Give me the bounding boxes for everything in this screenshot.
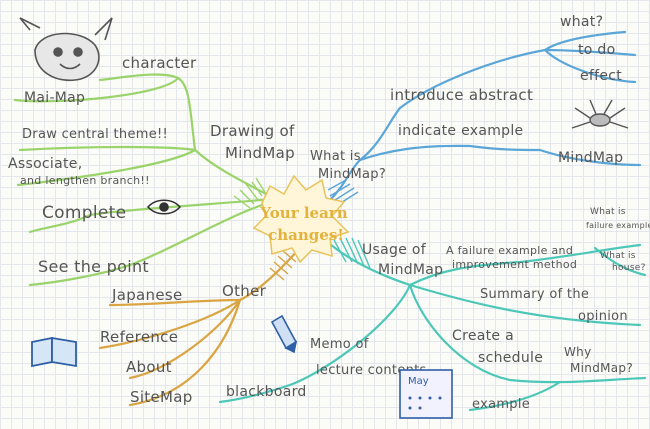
label-why-2: MindMap? [570, 361, 633, 375]
orange-hatch [269, 249, 297, 281]
label-failure-2: improvement method [452, 258, 577, 271]
label-why-1: Why [564, 345, 591, 359]
spider-icon [571, 99, 629, 129]
label-introduce: introduce abstract [390, 86, 533, 104]
label-summary-2: opinion [578, 309, 628, 324]
label-complete: Complete [42, 203, 126, 223]
label-other: Other [222, 282, 267, 300]
calendar-month: May [408, 376, 429, 387]
label-house-1: What is [600, 251, 636, 261]
label-effect: effect [580, 68, 622, 84]
calendar-icon: May [399, 369, 453, 419]
green-hatch [233, 177, 267, 209]
label-usage-2: MindMap [378, 262, 443, 278]
teal-hatch [333, 237, 371, 269]
label-memo-2: lecture contents [316, 363, 427, 378]
pencil-icon [270, 314, 298, 354]
label-mindmap-leaf: MindMap [558, 150, 623, 166]
label-summary-1: Summary of the [480, 287, 589, 302]
label-what-is-2: MindMap? [318, 167, 386, 182]
eye-icon [146, 199, 182, 215]
label-associate-2: and lengthen branch!! [20, 174, 150, 187]
branch-what-is [328, 30, 642, 202]
center-burst [252, 174, 350, 264]
label-drawing-1: Drawing of [210, 122, 295, 140]
center-line-1: Your learn [259, 204, 347, 222]
label-blackboard: blackboard [226, 384, 307, 400]
label-sitemap: SiteMap [130, 388, 193, 406]
label-failure-note-2: failure example [586, 221, 650, 230]
center-line-2: changes! [268, 226, 344, 244]
label-memo-1: Memo of [310, 337, 369, 352]
character-icon [19, 17, 113, 82]
label-create-2: schedule [478, 350, 543, 366]
label-usage-1: Usage of [362, 242, 427, 258]
book-icon [31, 336, 77, 368]
label-what-is-1: What is [310, 149, 361, 164]
label-reference: Reference [100, 328, 178, 346]
branch-usage [218, 233, 647, 412]
label-japanese: Japanese [111, 286, 183, 304]
label-create-1: Create a [452, 328, 514, 344]
center-theme: Your learn changes! [252, 174, 350, 264]
label-character: character [122, 54, 197, 72]
label-about: About [126, 358, 172, 376]
label-indicate: indicate example [398, 123, 523, 139]
label-house-2: house? [612, 263, 646, 273]
label-see-point: See the point [38, 257, 149, 276]
label-failure-1: A failure example and [446, 244, 573, 257]
label-example: example [472, 397, 530, 412]
label-associate-1: Associate, [8, 156, 82, 172]
label-to-do: to do [578, 42, 615, 58]
branch-drawing [13, 73, 270, 287]
label-mai-map: Mai-Map [24, 90, 85, 106]
label-draw-central: Draw central theme!! [22, 127, 168, 142]
branch-other [98, 246, 302, 407]
label-failure-note-1: What is [590, 207, 626, 217]
label-what: what? [560, 14, 603, 30]
label-drawing-2: MindMap [225, 144, 295, 162]
